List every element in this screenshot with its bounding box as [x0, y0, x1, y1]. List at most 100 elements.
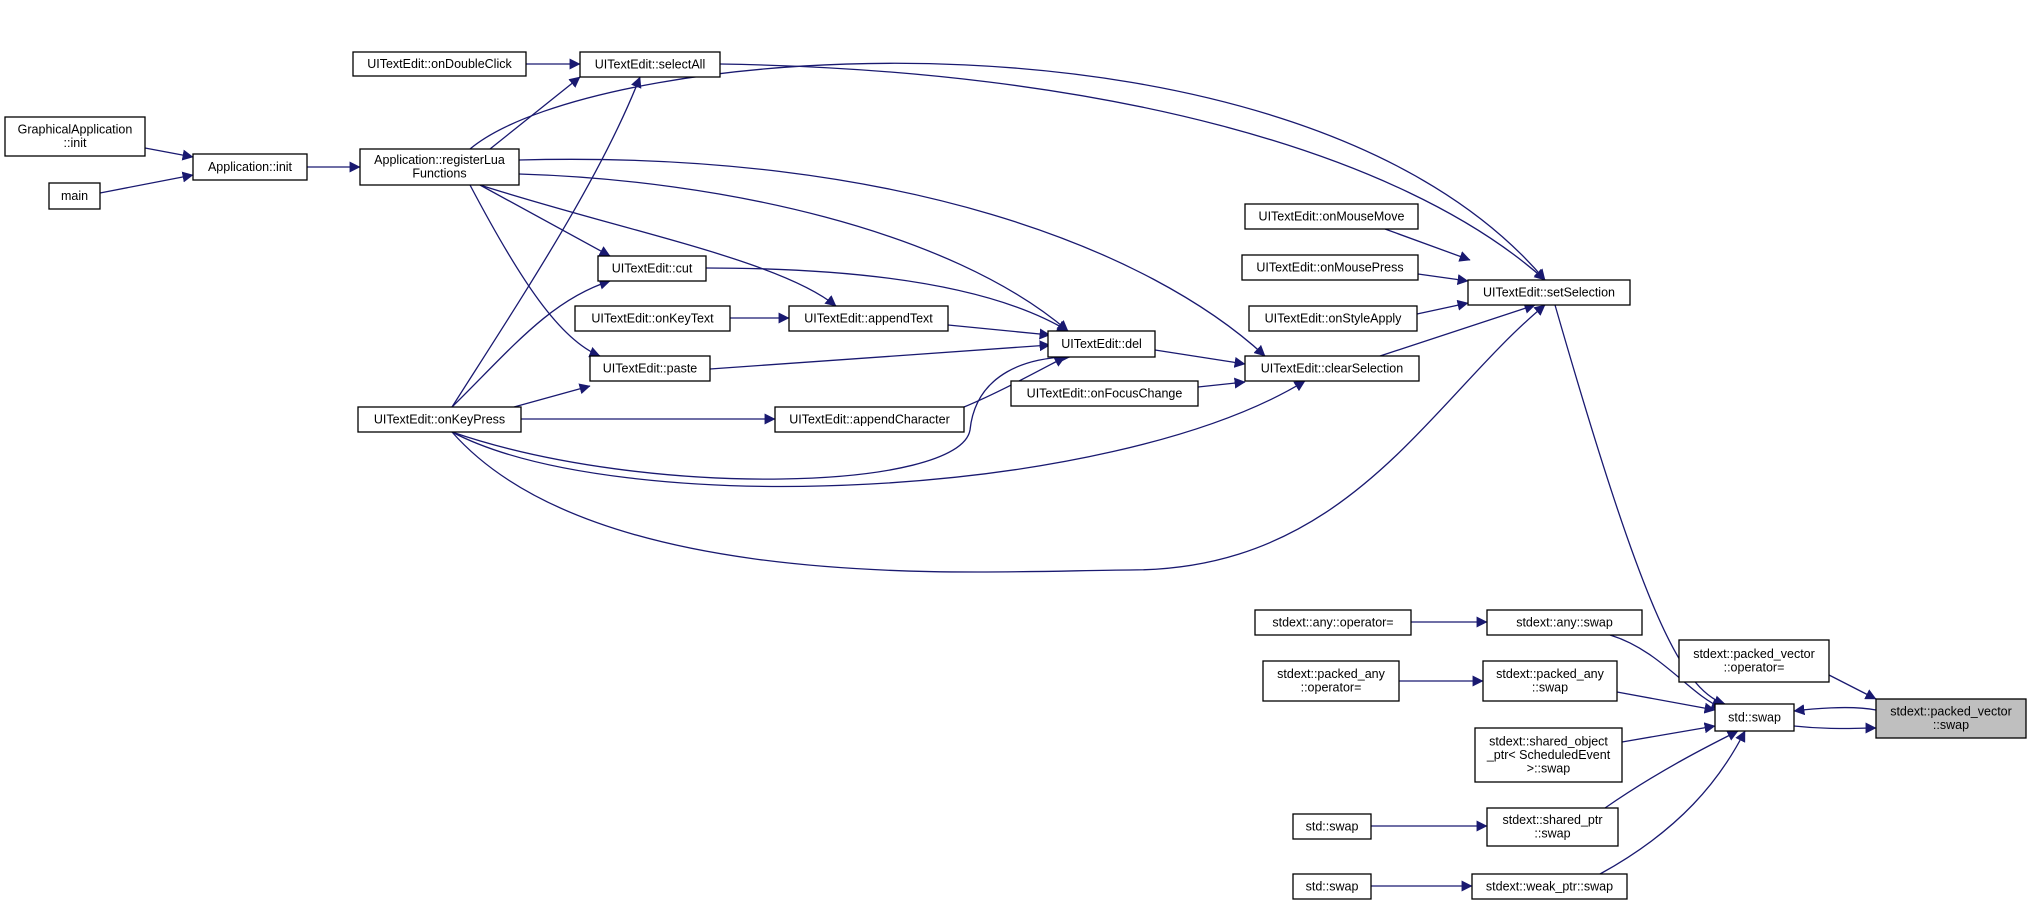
node-box: [192, 153, 308, 181]
node-shared-object-swap[interactable]: stdext::shared_object_ptr< ScheduledEven…: [1474, 727, 1623, 783]
edge-on-style-apply-to-set-selection: [1416, 299, 1469, 315]
node-on-focus-change[interactable]: UITextEdit::onFocusChange: [1010, 380, 1199, 407]
node-shared-ptr-swap[interactable]: stdext::shared_ptr::swap: [1486, 807, 1619, 847]
node-label: ::operator=: [1724, 661, 1785, 675]
node-box: [48, 182, 101, 210]
node-label: stdext::weak_ptr::swap: [1486, 879, 1613, 893]
edge-select-all-to-set-selection: [719, 63, 1546, 281]
node-box: [1241, 254, 1419, 281]
edge-on-mouse-press-to-set-selection: [1417, 273, 1469, 285]
node-packed-any-swap[interactable]: stdext::packed_any::swap: [1482, 660, 1618, 702]
node-on-mouse-move[interactable]: UITextEdit::onMouseMove: [1244, 203, 1419, 230]
node-label: stdext::packed_vector: [1693, 647, 1815, 661]
edge-clear-selection-to-set-selection: [1379, 303, 1536, 357]
node-label: UITextEdit::onFocusChange: [1027, 386, 1183, 400]
node-box: [1678, 639, 1830, 683]
node-box: [352, 51, 527, 77]
node-cut[interactable]: UITextEdit::cut: [597, 255, 707, 282]
node-box: [589, 355, 711, 382]
node-on-double-click[interactable]: UITextEdit::onDoubleClick: [352, 51, 527, 77]
edge-main-to-app-init: [99, 171, 194, 194]
node-label: UITextEdit::paste: [603, 361, 698, 375]
node-label: UITextEdit::onMousePress: [1256, 260, 1403, 274]
node-label: stdext::packed_any: [1496, 667, 1604, 681]
node-label: ::swap: [1933, 718, 1969, 732]
node-box: [1292, 873, 1372, 900]
node-on-style-apply[interactable]: UITextEdit::onStyleApply: [1248, 305, 1418, 332]
edge-register-lua-to-select-all: [489, 76, 581, 150]
node-label: _ptr< ScheduledEvent: [1486, 748, 1611, 762]
node-label: stdext::shared_ptr: [1502, 813, 1602, 827]
edge-register-lua-to-del: [518, 173, 1069, 332]
node-main[interactable]: main: [48, 182, 101, 210]
node-on-mouse-press[interactable]: UITextEdit::onMousePress: [1241, 254, 1419, 281]
node-any-operator[interactable]: stdext::any::operator=: [1254, 609, 1412, 636]
node-paste[interactable]: UITextEdit::paste: [589, 355, 711, 382]
node-label: stdext::packed_vector: [1890, 705, 2012, 719]
node-packed-vector-swap[interactable]: stdext::packed_vector::swap: [1875, 698, 2027, 739]
edge-register-lua-to-cut: [479, 184, 611, 257]
node-label: stdext::packed_any: [1277, 667, 1385, 681]
node-std-swap-b[interactable]: std::swap: [1292, 873, 1372, 900]
node-label: ::operator=: [1301, 681, 1362, 695]
node-box: [1467, 279, 1631, 306]
edge-on-focus-change-to-clear-selection: [1197, 377, 1246, 389]
node-box: [788, 305, 949, 332]
node-std-swap-a[interactable]: std::swap: [1292, 813, 1372, 840]
node-label: stdext::any::operator=: [1272, 615, 1393, 629]
edge-on-key-press-to-paste: [513, 383, 591, 408]
node-label: UITextEdit::selectAll: [595, 57, 705, 71]
edge-std-swap-main-to-packed-vector-swap: [1793, 722, 1877, 734]
node-append-character[interactable]: UITextEdit::appendCharacter: [774, 406, 965, 433]
node-label: UITextEdit::appendCharacter: [789, 412, 950, 426]
edge-append-text-to-del: [947, 324, 1051, 340]
node-label: GraphicalApplication: [18, 123, 133, 137]
node-box: [4, 116, 146, 157]
node-box: [357, 406, 522, 433]
node-graphical-init[interactable]: GraphicalApplication::init: [4, 116, 146, 157]
node-label: UITextEdit::cut: [612, 261, 693, 275]
node-app-init[interactable]: Application::init: [192, 153, 308, 181]
node-append-text[interactable]: UITextEdit::appendText: [788, 305, 949, 332]
node-clear-selection[interactable]: UITextEdit::clearSelection: [1244, 355, 1420, 382]
node-label: Functions: [412, 167, 466, 181]
node-box: [1474, 727, 1623, 783]
edge-on-key-press-to-cut: [451, 278, 611, 408]
node-box: [1482, 660, 1618, 702]
node-box: [774, 406, 965, 433]
node-del[interactable]: UITextEdit::del: [1047, 330, 1156, 358]
edge-shared-object-swap-to-std-swap-main: [1621, 722, 1716, 743]
node-label: ::init: [64, 136, 87, 150]
node-std-swap-main[interactable]: std::swap: [1714, 703, 1795, 732]
node-label: Application::registerLua: [374, 153, 505, 167]
node-box: [1248, 305, 1418, 332]
edge-any-swap-to-std-swap-main: [1609, 634, 1723, 710]
node-box: [1875, 698, 2027, 739]
edge-shared-ptr-swap-to-std-swap-main: [1604, 730, 1739, 809]
edge-packed-vector-operator-to-packed-vector-swap: [1828, 674, 1877, 700]
node-weak-ptr-swap[interactable]: stdext::weak_ptr::swap: [1471, 873, 1628, 900]
edge-on-key-press-to-set-selection: [451, 304, 1546, 573]
edge-graphical-init-to-app-init: [144, 147, 194, 161]
node-box: [1244, 355, 1420, 382]
edge-weak-ptr-swap-to-std-swap-main: [1599, 730, 1746, 875]
edge-cut-to-del: [705, 267, 1069, 332]
node-any-swap[interactable]: stdext::any::swap: [1486, 609, 1643, 636]
node-packed-vector-operator[interactable]: stdext::packed_vector::operator=: [1678, 639, 1830, 683]
node-box: [1714, 703, 1795, 732]
node-label: UITextEdit::setSelection: [1483, 285, 1615, 299]
node-packed-any-operator[interactable]: stdext::packed_any::operator=: [1262, 660, 1400, 702]
node-label: UITextEdit::del: [1061, 337, 1142, 351]
node-on-key-text[interactable]: UITextEdit::onKeyText: [574, 305, 731, 332]
node-box: [1047, 330, 1156, 358]
node-on-key-press[interactable]: UITextEdit::onKeyPress: [357, 406, 522, 433]
node-label: Application::init: [208, 160, 293, 174]
node-label: ::swap: [1532, 681, 1568, 695]
node-select-all[interactable]: UITextEdit::selectAll: [579, 51, 721, 78]
node-box: [1244, 203, 1419, 230]
edge-register-lua-to-append-text: [479, 184, 837, 307]
node-set-selection[interactable]: UITextEdit::setSelection: [1467, 279, 1631, 306]
